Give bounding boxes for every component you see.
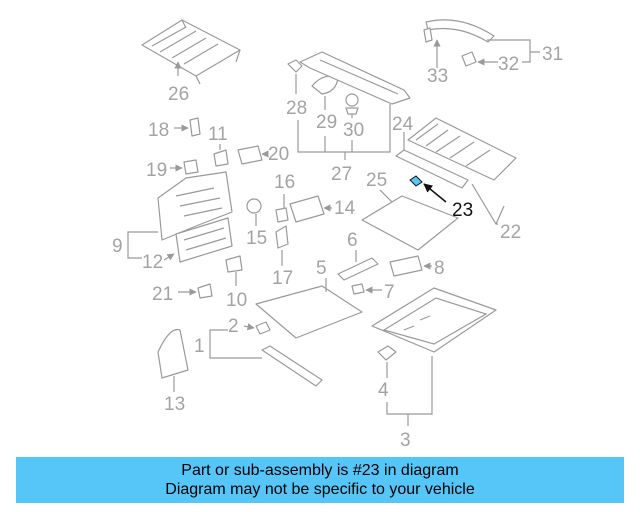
part-20-cover [237, 145, 263, 165]
callout-8: 8 [434, 258, 445, 279]
callout-13: 13 [164, 394, 185, 415]
callout-4: 4 [378, 380, 389, 401]
part-23-clip [409, 175, 423, 187]
part-24-sill-plate [395, 149, 469, 189]
leader-27 [297, 104, 391, 160]
callout-26: 26 [168, 84, 189, 105]
info-banner: Part or sub-assembly is #23 in diagram D… [16, 457, 624, 503]
callout-21: 21 [152, 284, 173, 305]
part-10-hook [225, 255, 243, 273]
callout-15: 15 [246, 228, 267, 249]
callout-28: 28 [286, 98, 307, 119]
callout-27: 27 [331, 164, 352, 185]
part-28-clip [287, 59, 303, 73]
info-banner-line-1: Part or sub-assembly is #23 in diagram [181, 462, 459, 479]
part-21-clip [197, 283, 213, 299]
part-3-floor-tray [371, 287, 497, 353]
callout-23: 23 [452, 200, 473, 221]
callout-29: 29 [316, 112, 337, 133]
leader-9 [127, 231, 158, 259]
leader-2 [243, 323, 255, 331]
callout-11: 11 [208, 124, 228, 145]
callout-5: 5 [316, 258, 327, 279]
callout-18: 18 [148, 120, 169, 141]
part-7-clip [351, 283, 365, 295]
callout-10: 10 [226, 290, 247, 311]
part-26-cargo-cover [141, 19, 241, 85]
part-15-knob [246, 198, 262, 214]
leader-23 [423, 183, 447, 203]
part-18-bracket [189, 117, 201, 137]
part-17-hook [275, 225, 289, 249]
callout-16: 16 [274, 172, 295, 193]
part-5-floor-board [255, 285, 363, 339]
callout-7: 7 [384, 282, 395, 303]
part-14-lid [289, 195, 325, 223]
callout-17: 17 [272, 268, 293, 289]
callout-33: 33 [427, 66, 448, 87]
callout-14: 14 [334, 198, 356, 219]
callout-22: 22 [500, 222, 521, 243]
callout-32: 32 [498, 54, 519, 75]
part-12-panel [175, 217, 233, 263]
leader-3 [386, 356, 433, 426]
part-6-rail [337, 257, 379, 281]
callout-2: 2 [228, 316, 239, 337]
part-9-side-trim [157, 171, 233, 241]
part-2-clip [255, 321, 271, 335]
leader-12 [163, 253, 175, 261]
part-19-clip [183, 159, 199, 175]
part-11-hook [213, 149, 229, 167]
info-banner-line-2: Diagram may not be specific to your vehi… [165, 481, 475, 498]
part-32-clip [461, 51, 477, 67]
part-30-grommet [345, 93, 359, 115]
leader-22 [471, 183, 505, 225]
callout-1: 1 [194, 336, 205, 357]
part-13-panel [157, 328, 189, 379]
callout-31: 31 [542, 44, 563, 65]
leader-25 [379, 189, 393, 203]
leader-1 [209, 329, 262, 359]
part-33-garnish [423, 19, 495, 43]
part-22-trunk-trim [407, 117, 517, 181]
callout-20: 20 [268, 144, 289, 165]
callout-3: 3 [400, 430, 411, 451]
callout-24: 24 [392, 114, 414, 135]
callout-30: 30 [343, 120, 364, 141]
callout-25: 25 [366, 170, 387, 191]
part-4-block [377, 345, 397, 361]
part-8-bracket [389, 255, 423, 277]
part-1-sill [261, 345, 323, 387]
part-16-clip [275, 207, 289, 223]
callout-6: 6 [347, 230, 358, 251]
leader-31 [487, 39, 540, 63]
parts-diagram: 26 28 29 30 27 33 32 31 24 22 [112, 19, 563, 451]
callout-9: 9 [112, 236, 123, 257]
callout-19: 19 [146, 160, 167, 181]
callout-12: 12 [142, 252, 163, 273]
part-27-package-tray [299, 51, 411, 105]
part-25-cargo-mat [361, 195, 459, 251]
